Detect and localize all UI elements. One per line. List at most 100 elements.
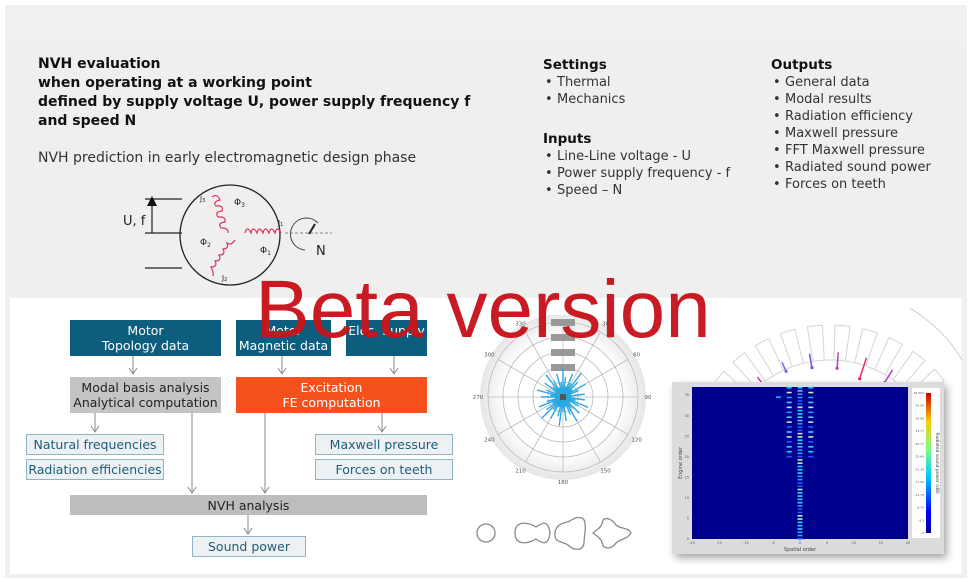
page-title: NVH evaluation when operating at a worki… (38, 55, 470, 131)
colorbar-tick: 34.77 (915, 429, 924, 433)
heatmap-cell (797, 521, 803, 524)
heatmap-cell (786, 406, 792, 409)
heatmap-cell (797, 445, 803, 448)
inputs-item: Line-Line voltage - U (543, 148, 730, 165)
heatmap-cell (808, 396, 814, 399)
heatmap-cell (797, 449, 803, 451)
coil-phase-1 (244, 228, 282, 235)
stator-tooth (833, 324, 851, 362)
heatmap-cell (797, 399, 803, 402)
outputs-item: Forces on teeth (771, 176, 931, 193)
coil-phase-3 (211, 194, 229, 234)
heatmap-cell (797, 426, 803, 428)
polar-center (560, 394, 566, 400)
heatmap-cell (797, 406, 803, 409)
heatmap-xlabel: Spatial order (784, 547, 817, 553)
motor-diagram: U, f Φ3 Φ1 Φ2 J3 J1 J2 N (123, 184, 332, 286)
colorbar-tick: 43.99 (915, 404, 924, 408)
mode-shape-3 (554, 516, 586, 550)
heatmap-cell (786, 391, 792, 394)
heatmap-cell (786, 411, 792, 414)
heatmap-cell (808, 391, 814, 394)
heatmap-cell (797, 528, 803, 530)
teeth-force-diagram (713, 307, 963, 390)
heatmap-cell (786, 426, 792, 428)
speed-label: N (316, 244, 326, 259)
heatmap-y-tick: 0 (687, 537, 689, 541)
polar-plot: 0306090120150180210240270300330 (473, 315, 652, 486)
heatmap-cell (797, 442, 803, 445)
phase-label: Φ3 (234, 198, 245, 209)
heatmap-cell (797, 472, 803, 474)
box-natural-frequencies: Natural frequencies (26, 434, 164, 455)
colorbar-tick: 4.3 (919, 518, 924, 522)
phase-label: Φ1 (260, 246, 271, 257)
arrow-up-icon (147, 196, 157, 206)
heatmap-cell (797, 505, 803, 507)
heatmap-cell (797, 491, 803, 494)
current-label: J2 (221, 274, 227, 283)
heatmap-x-tick: 0 (799, 541, 801, 545)
heatmap-y-tick: 25 (685, 434, 689, 438)
outputs-item: Modal results (771, 91, 931, 108)
settings-item: Mechanics (543, 91, 625, 108)
stator-tooth (912, 368, 945, 390)
heatmap-cell (797, 514, 803, 517)
heatmap-cell (797, 478, 803, 481)
polar-angle-label: 120 (631, 438, 642, 444)
heatmap-cell (808, 386, 814, 389)
stator-teeth (713, 324, 945, 390)
heatmap-cell (797, 393, 803, 395)
polar-angle-label: 0 (561, 315, 565, 316)
heatmap-cell (797, 455, 803, 458)
heatmap-cell (797, 396, 803, 399)
polar-radius-label (551, 364, 575, 371)
heatmap-cell (797, 501, 803, 504)
force-arrow (781, 361, 787, 372)
heatmap-cell (786, 386, 792, 389)
stator-tooth (754, 337, 784, 376)
force-arrow-head (784, 369, 788, 373)
box-text: FE computation (282, 395, 381, 410)
heatmap-cell (786, 431, 792, 433)
current-label: J3 (199, 195, 205, 204)
inputs-section: Inputs Line-Line voltage - U Power suppl… (543, 130, 730, 199)
box-text: Modal basis analysis (81, 380, 210, 395)
heatmap-y-tick: 10 (685, 496, 689, 500)
heatmap-x-tick: 20 (906, 541, 910, 545)
heatmap-cell (797, 416, 803, 418)
polar-rays (536, 368, 589, 426)
polar-spoke (497, 396, 564, 435)
outputs-item: Radiation efficiency (771, 108, 931, 125)
title-line: and speed N (38, 113, 137, 129)
stator-tooth (779, 328, 804, 367)
outer-arc (909, 307, 963, 361)
settings-item: Thermal (543, 74, 625, 91)
outputs-item: Radiated sound power (771, 159, 931, 176)
heatmap-cell (797, 511, 803, 514)
box-text: Motor (265, 323, 302, 338)
title-line: NVH evaluation (38, 56, 161, 72)
colorbar-label: Radiated sound power (dB) (934, 432, 940, 494)
heatmap-cell (797, 534, 803, 537)
heatmap-cell (808, 436, 814, 438)
outputs-section: Outputs General data Modal results Radia… (771, 56, 931, 193)
stator-tooth (806, 324, 825, 362)
heatmap-cell (808, 416, 814, 418)
heatmap-y-tick: 15 (685, 475, 689, 479)
heatmap-cells (775, 386, 814, 540)
polar-radius-label (551, 334, 575, 341)
title-line: when operating at a working point (38, 75, 312, 91)
stator-tooth (732, 351, 766, 389)
rotor-arc (753, 359, 907, 390)
outputs-item: FFT Maxwell pressure (771, 142, 931, 159)
heatmap-cell (808, 450, 814, 453)
supply-lines (145, 198, 182, 269)
heatmap-cell (808, 445, 814, 448)
heatmap-cell (797, 439, 803, 442)
